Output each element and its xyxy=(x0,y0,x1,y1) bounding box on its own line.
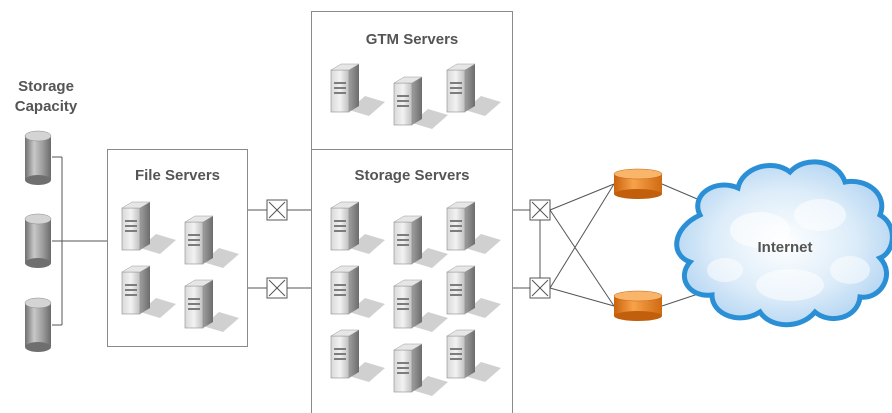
storage-server-icon xyxy=(446,201,502,255)
gtm-server-icon xyxy=(446,63,502,117)
file-servers-box xyxy=(107,149,248,347)
file-server-icon xyxy=(184,215,240,269)
internet-label: Internet xyxy=(757,239,812,256)
storage-server-icon xyxy=(330,201,386,255)
storage-server-icon xyxy=(446,265,502,319)
file-server-icon xyxy=(184,279,240,333)
storage-servers-box xyxy=(311,149,513,413)
storage-server-icon xyxy=(393,343,449,397)
file-server-icon xyxy=(121,201,177,255)
storage-disk-icon xyxy=(24,297,52,353)
router-icon xyxy=(613,290,663,322)
storage-capacity-label-line1: Storage xyxy=(18,78,74,95)
network-switch-icon xyxy=(266,199,288,221)
storage-server-icon xyxy=(330,329,386,383)
gtm-servers-label: GTM Servers xyxy=(365,31,459,48)
storage-disk-icon xyxy=(24,213,52,269)
storage-server-icon xyxy=(446,329,502,383)
gtm-server-icon xyxy=(330,63,386,117)
storage-server-icon xyxy=(330,265,386,319)
storage-disk-icon xyxy=(24,130,52,186)
file-servers-label: File Servers xyxy=(134,167,221,184)
storage-capacity-label: Storage Capacity xyxy=(0,77,92,117)
cloud-icon: Internet xyxy=(674,159,892,328)
network-switch-icon xyxy=(266,277,288,299)
network-switch-icon xyxy=(529,199,551,221)
storage-capacity-label-line2: Capacity xyxy=(14,98,78,115)
storage-server-icon xyxy=(393,215,449,269)
gtm-server-icon xyxy=(393,76,449,130)
storage-server-icon xyxy=(393,279,449,333)
router-icon xyxy=(613,168,663,200)
storage-servers-label: Storage Servers xyxy=(354,167,470,184)
file-server-icon xyxy=(121,265,177,319)
network-switch-icon xyxy=(529,277,551,299)
